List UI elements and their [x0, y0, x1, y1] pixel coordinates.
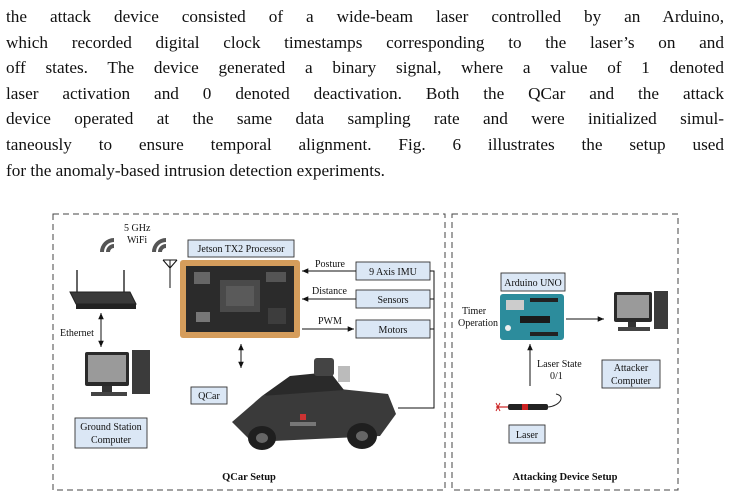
laser-state-line2: 0/1 — [550, 371, 563, 382]
wifi-label-line1: 5 GHz — [124, 223, 151, 234]
wifi-signal-icon — [152, 238, 166, 252]
attacker-line2: Computer — [611, 376, 652, 387]
jetson-board-icon — [180, 260, 300, 338]
arduino-board-icon — [500, 294, 564, 340]
paragraph-line: taneously to ensure temporal alignment. … — [6, 134, 724, 154]
jetson-processor-box — [187, 239, 295, 258]
paragraph-line: which recorded digital clock timestamps … — [6, 32, 724, 52]
qcar-box — [190, 386, 228, 405]
paragraph-line: laser activation and 0 denoted deactivat… — [6, 83, 724, 103]
paragraph-line: for the anomaly-based intrusion detectio… — [6, 160, 385, 180]
qcar-setup-panel — [52, 213, 446, 491]
router-icon — [69, 270, 137, 309]
posture-label: Posture — [315, 259, 346, 270]
laser-box — [508, 424, 546, 444]
laser-label: Laser — [516, 430, 539, 441]
attacker-computer-icon — [614, 291, 668, 331]
arduino-box — [500, 272, 566, 292]
ethernet-label: Ethernet — [60, 328, 94, 339]
paragraph-line: the attack device consisted of a wide-be… — [6, 7, 724, 26]
sensor-bus-line — [398, 270, 435, 409]
ground-station-line2: Computer — [91, 435, 132, 446]
wifi-label-line2: WiFi — [127, 235, 147, 246]
attacker-computer-box — [601, 359, 661, 389]
ground-station-computer-icon — [85, 350, 150, 396]
ground-station-line1: Ground Station — [80, 422, 141, 433]
paragraph-line: off states. The device generated a binar… — [6, 58, 724, 78]
qcar-setup-title: QCar Setup — [222, 472, 276, 483]
distance-label: Distance — [312, 286, 348, 297]
timer-label-line1: Timer — [462, 306, 487, 317]
attack-setup-title: Attacking Device Setup — [513, 472, 618, 483]
timer-label-line2: Operation — [458, 318, 498, 329]
laser-state-line1: Laser State — [537, 359, 582, 370]
attack-setup-panel — [451, 213, 679, 491]
ground-station-box — [74, 417, 148, 449]
processor-label: Jetson TX2 Processor — [197, 244, 285, 255]
sensors-label: Sensors — [377, 295, 408, 306]
setup-figure: 5 GHz WiFi Ethernet Ground Station Compu… — [52, 213, 679, 491]
antenna-icon — [162, 259, 178, 288]
imu-label: 9 Axis IMU — [369, 267, 418, 278]
attacker-line1: Attacker — [614, 363, 649, 374]
arduino-label: Arduino UNO — [504, 278, 562, 289]
qcar-vehicle-icon — [232, 358, 396, 450]
pwm-label: PWM — [318, 316, 342, 327]
qcar-label: QCar — [198, 391, 220, 402]
body-paragraph: the attack device consisted of a wide-be… — [6, 4, 724, 183]
laser-icon — [495, 393, 562, 412]
paragraph-line: device operated at the same data samplin… — [6, 109, 724, 129]
motors-label: Motors — [379, 325, 408, 336]
wifi-signal-icon — [100, 238, 114, 252]
